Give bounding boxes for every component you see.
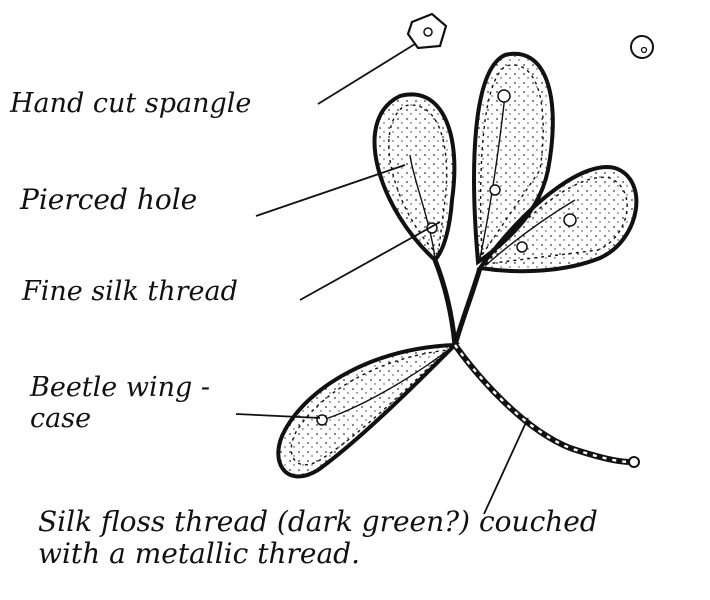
- label-floss-line1: Silk floss thread (dark green?) couched: [38, 506, 598, 538]
- label-hand-cut-spangle: Hand cut spangle: [10, 88, 251, 119]
- leaf-lower: [278, 345, 455, 476]
- label-floss-line2: with a metallic thread.: [38, 538, 598, 570]
- label-silk-floss-thread: Silk floss thread (dark green?) couched …: [38, 506, 598, 570]
- label-beetle-wing-case: Beetle wing - case: [30, 372, 210, 434]
- label-fine-silk-thread: Fine silk thread: [22, 276, 238, 307]
- spangle-icon: [408, 14, 446, 48]
- leaf-upper-left: [375, 94, 455, 260]
- label-beetle-line2: case: [30, 403, 210, 434]
- stem: [435, 260, 639, 467]
- label-beetle-line1: Beetle wing -: [30, 372, 210, 403]
- label-pierced-hole: Pierced hole: [20, 184, 197, 216]
- spangle-small-icon: [631, 36, 653, 58]
